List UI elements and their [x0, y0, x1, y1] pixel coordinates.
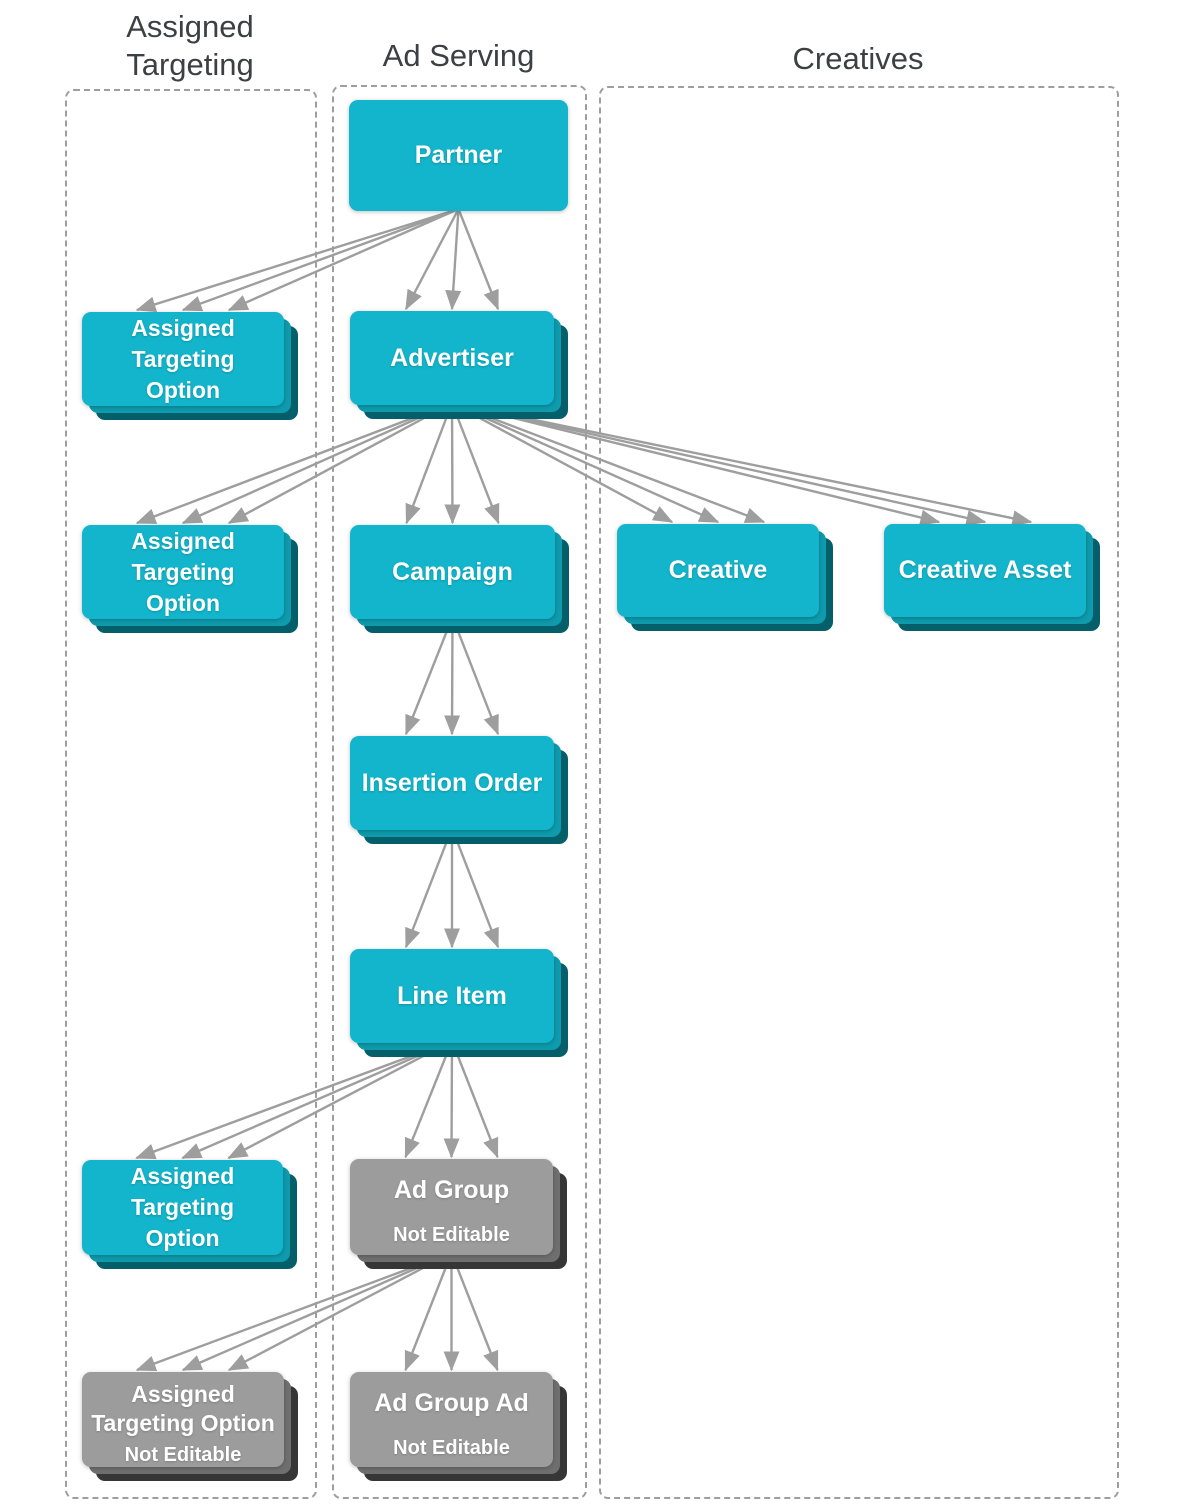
- column-header-assigned-targeting: Assigned Targeting: [126, 9, 254, 82]
- node-face: Creative: [617, 524, 819, 617]
- node-label: Insertion Order: [361, 768, 543, 797]
- column-creatives: [599, 86, 1119, 1499]
- node-campaign: Campaign: [350, 525, 569, 633]
- node-ad-group-ad: Ad Group Ad Not Editable: [350, 1372, 567, 1481]
- node-face: Assigned Targeting Option: [82, 1160, 283, 1255]
- node-face: Assigned Targeting Option: [82, 312, 284, 406]
- node-creative: Creative: [617, 524, 833, 631]
- node-sublabel: Not Editable: [393, 1437, 510, 1459]
- node-face: Insertion Order: [350, 736, 554, 830]
- node-face: Campaign: [350, 525, 555, 619]
- node-face: Line Item: [350, 949, 554, 1043]
- node-advertiser: Advertiser: [350, 311, 568, 419]
- column-header-ad-serving: Ad Serving: [382, 38, 535, 73]
- column-ad-serving: [332, 85, 587, 1499]
- column-header-creatives: Creatives: [792, 41, 924, 76]
- node-line-item: Line Item: [350, 949, 568, 1057]
- node-label: Assigned Targeting Option: [91, 1381, 275, 1436]
- node-label: Campaign: [392, 557, 513, 586]
- node-label: Assigned Targeting Option: [131, 314, 235, 403]
- node-creative-asset: Creative Asset: [884, 524, 1100, 631]
- node-face: Partner: [349, 100, 568, 211]
- node-label: Creative Asset: [898, 556, 1072, 584]
- node-face: Creative Asset: [884, 524, 1086, 617]
- node-face: Ad Group Ad Not Editable: [350, 1372, 553, 1467]
- node-label: Ad Group Ad: [374, 1389, 529, 1417]
- node-label: Creative: [668, 556, 768, 584]
- node-partner: Partner: [349, 100, 568, 211]
- node-ato1: Assigned Targeting Option: [82, 312, 298, 420]
- node-label: Line Item: [397, 981, 507, 1010]
- node-label: Partner: [414, 141, 503, 169]
- node-ato3: Assigned Targeting Option: [82, 1160, 297, 1269]
- node-ato2: Assigned Targeting Option: [82, 525, 298, 633]
- node-label: Assigned Targeting Option: [131, 527, 235, 616]
- node-label: Ad Group: [393, 1176, 510, 1204]
- node-face: Assigned Targeting Option: [82, 525, 284, 619]
- node-sublabel: Not Editable: [124, 1444, 242, 1466]
- node-sublabel: Not Editable: [393, 1224, 510, 1246]
- node-face: Advertiser: [350, 311, 554, 405]
- node-label: Advertiser: [390, 343, 514, 372]
- node-label: Assigned Targeting Option: [130, 1163, 235, 1251]
- column-assigned-targeting: [65, 89, 317, 1499]
- node-insertion-order: Insertion Order: [350, 736, 568, 844]
